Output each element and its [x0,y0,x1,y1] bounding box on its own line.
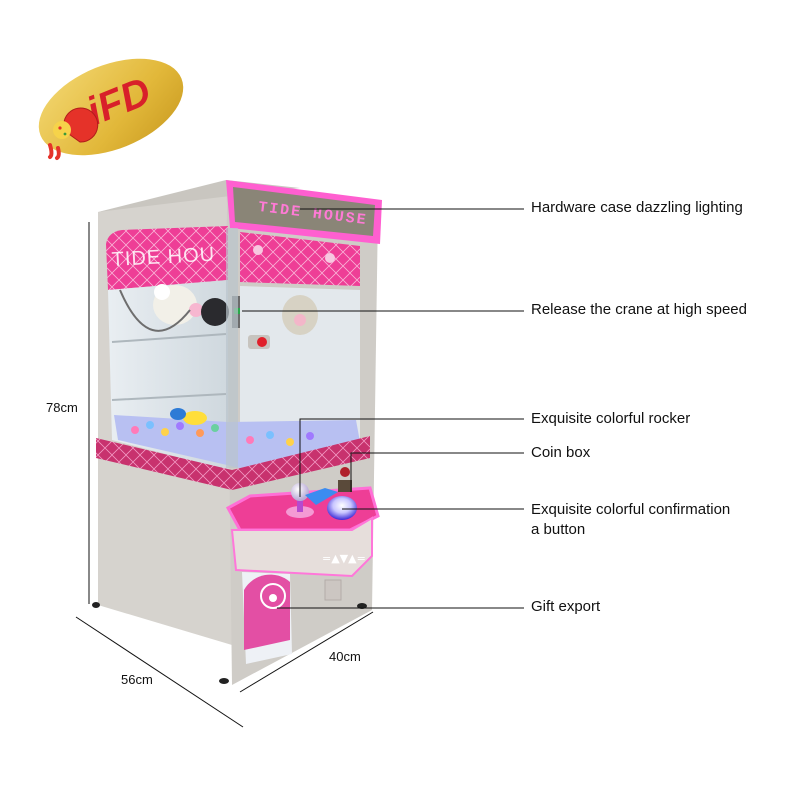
callout-gift-export: Gift export [531,598,601,615]
leader-rocker [299,418,524,497]
callout-crane: Release the crane at high speed [531,301,747,318]
callout-coin-box: Coin box [531,444,591,461]
side-banner-text: TIDE HOU [111,244,216,271]
display-screen [305,488,338,505]
width-dimension-label: 56cm [121,672,153,687]
control-panel-icons: =▲▼▲= [322,552,366,565]
marquee-panel [233,187,375,236]
brand-logo: iFD [38,58,184,160]
coin-slot [340,467,350,477]
depth-dimension-label: 40cm [329,649,361,664]
leader-lines [242,208,524,609]
callout-button-line2: a button [531,521,586,538]
callout-lighting: Hardware case dazzling lighting [531,199,743,216]
height-dimension-label: 78cm [46,400,78,415]
decorative-band [96,436,370,490]
joystick-rocker [286,483,314,518]
side-banner [106,226,228,290]
crane-motor [201,298,229,326]
leader-coin [350,452,524,492]
callout-button-line1: Exquisite colorful confirmation [531,501,731,518]
callout-rocker: Exquisite colorful rocker [531,410,691,427]
prize-balls [131,408,314,446]
dimension-lines [75,222,374,728]
front-banner [240,232,360,286]
depth-dimension-line [239,611,374,693]
confirm-button-dome [327,496,357,520]
width-dimension-line [75,616,244,728]
pizza-pacman-icon [48,107,99,160]
